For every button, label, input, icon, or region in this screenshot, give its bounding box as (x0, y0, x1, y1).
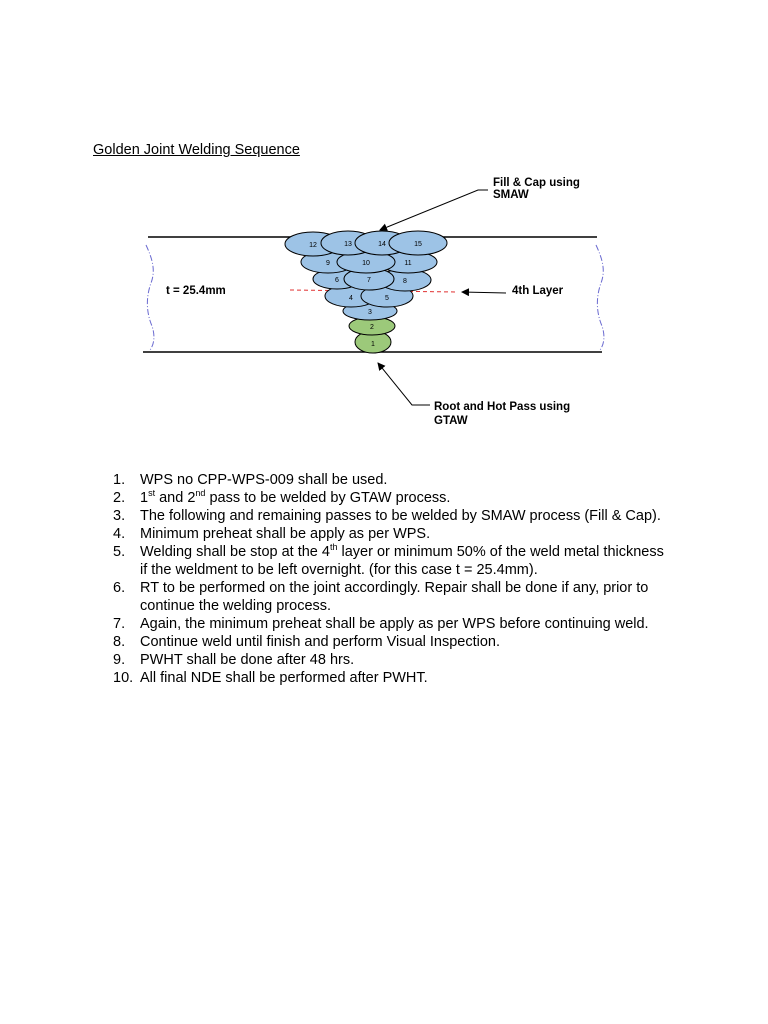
document-title: Golden Joint Welding Sequence (93, 142, 300, 158)
svg-text:13: 13 (344, 241, 352, 248)
left-break-line (145, 244, 155, 351)
list-item: 5.Welding shall be stop at the 4th layer… (113, 542, 664, 578)
root-pass-label-line1: Root and Hot Pass using (434, 401, 570, 413)
list-item: 9.PWHT shall be done after 48 hrs. (113, 652, 355, 668)
svg-text:4: 4 (349, 295, 353, 302)
list-item: 4.Minimum preheat shall be apply as per … (113, 526, 431, 542)
right-break-line (595, 244, 605, 351)
weld-sequence-diagram: 1 2 3 4 5 6 8 7 9 11 10 12 (143, 177, 605, 427)
list-item: 1.WPS no CPP-WPS-009 shall be used. (113, 472, 388, 488)
svg-text:12: 12 (309, 242, 317, 249)
svg-text:15: 15 (414, 241, 422, 248)
svg-text:1: 1 (371, 341, 375, 348)
list-item: 3.The following and remaining passes to … (113, 508, 661, 524)
weld-pass-10: 10 (336, 250, 396, 274)
root-pass-label-line2: GTAW (434, 415, 468, 427)
root-pass-arrow (377, 362, 430, 406)
thickness-label: t = 25.4mm (166, 285, 226, 297)
weld-pass-15: 15 (388, 230, 448, 256)
fill-cap-label-line1: Fill & Cap using (493, 177, 580, 189)
svg-text:5: 5 (385, 295, 389, 302)
list-item: 6.RT to be performed on the joint accord… (113, 580, 649, 614)
svg-text:8: 8 (403, 278, 407, 285)
svg-text:6: 6 (335, 277, 339, 284)
list-item: 8.Continue weld until finish and perform… (113, 634, 501, 650)
svg-text:2: 2 (370, 324, 374, 331)
fourth-layer-label: 4th Layer (512, 285, 564, 297)
svg-text:11: 11 (404, 260, 411, 267)
fill-cap-arrow (379, 189, 488, 232)
list-item: 10.All final NDE shall be performed afte… (113, 670, 428, 686)
svg-text:14: 14 (378, 241, 386, 248)
fill-cap-label-line2: SMAW (493, 189, 529, 201)
svg-text:10: 10 (362, 260, 370, 267)
list-item: 7.Again, the minimum preheat shall be ap… (113, 616, 649, 632)
svg-text:7: 7 (367, 277, 371, 284)
weld-pass-2: 2 (348, 316, 396, 336)
svg-text:3: 3 (368, 309, 372, 316)
procedure-list: 1.WPS no CPP-WPS-009 shall be used. 2.1s… (113, 471, 673, 687)
fourth-layer-arrow (461, 288, 507, 297)
list-item: 2.1st and 2nd pass to be welded by GTAW … (113, 488, 451, 506)
svg-text:9: 9 (326, 260, 330, 267)
